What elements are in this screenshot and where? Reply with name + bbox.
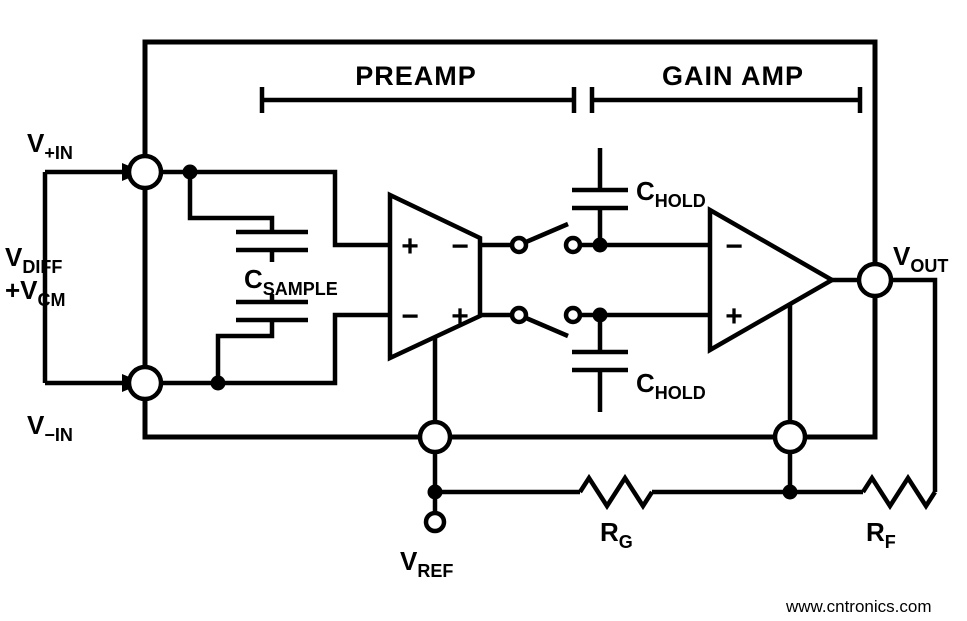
- preamp-out-plus-pin: +: [451, 300, 469, 333]
- v-plus-in-label: V+IN: [27, 128, 73, 163]
- junction-dot: [592, 307, 608, 323]
- watermark-text: www.cntronics.com: [785, 597, 931, 616]
- preamp-bracket: [259, 87, 577, 113]
- preamp-in-minus-pin: −: [401, 300, 419, 333]
- chold-top-capacitor: [572, 148, 628, 245]
- terminal-v-out: [856, 261, 894, 299]
- preamp-output-wires: [480, 242, 512, 318]
- gain-in-plus-pin: +: [725, 300, 743, 333]
- chold-top-label: CHOLD: [636, 176, 706, 211]
- node-gain-reference: [772, 419, 808, 455]
- junction-dot: [592, 237, 608, 253]
- vout-feedback-wire: [891, 277, 938, 492]
- chold-bottom-label: CHOLD: [636, 368, 706, 403]
- gain-amp-section-label: GAIN AMP: [662, 61, 804, 91]
- terminal-v-ref: [423, 510, 447, 534]
- node-preamp-reference: [417, 419, 453, 455]
- switch-bottom-contact-left: [509, 305, 529, 325]
- terminal-v-minus-in: [126, 364, 164, 402]
- junction-dot: [210, 375, 226, 391]
- switch-bottom-contact-right: [563, 305, 583, 325]
- v-ref-label: VREF: [400, 546, 453, 581]
- preamp-in-plus-pin: +: [401, 230, 419, 263]
- v-out-label: VOUT: [893, 241, 948, 276]
- chold-bottom-capacitor: [572, 315, 628, 412]
- preamp-out-minus-pin: −: [451, 230, 469, 263]
- gain-in-minus-pin: −: [725, 230, 743, 263]
- preamp-symbol: [387, 191, 483, 362]
- junction-dot: [427, 484, 443, 500]
- bottom-input-rail: [161, 312, 390, 386]
- rg-label: RG: [600, 517, 633, 552]
- preamp-section-label: PREAMP: [355, 61, 477, 91]
- junction-dot: [182, 164, 198, 180]
- terminal-v-plus-in: [126, 153, 164, 191]
- v-minus-in-label: V−IN: [27, 410, 73, 445]
- switch-bottom-arm: [525, 315, 569, 339]
- gain-amp-bracket: [589, 87, 863, 113]
- junction-dots: [182, 164, 798, 500]
- switch-top-arm: [525, 221, 569, 245]
- input-source-wires: [42, 169, 124, 386]
- csample-capacitor-top: [236, 229, 308, 253]
- rf-resistor: [861, 473, 937, 511]
- gain-amp-symbol: [707, 206, 837, 354]
- switch-top-contact-right: [563, 235, 583, 255]
- ic-boundary-box: [142, 39, 878, 440]
- rf-label: RF: [866, 517, 896, 552]
- hold-stage-wires: [580, 242, 710, 318]
- rg-resistor: [578, 473, 654, 511]
- csample-label-mask: [240, 262, 378, 294]
- junction-dot: [782, 484, 798, 500]
- csample-label: CSAMPLE: [244, 264, 338, 299]
- csample-top-connection: [187, 172, 275, 232]
- v-cm-label: +VCM: [5, 275, 66, 310]
- switch-top-contact-left: [509, 235, 529, 255]
- csample-capacitor-bottom: [236, 299, 308, 323]
- csample-bottom-connection: [215, 320, 275, 383]
- v-diff-label: VDIFF: [5, 242, 62, 277]
- top-input-rail: [161, 169, 390, 248]
